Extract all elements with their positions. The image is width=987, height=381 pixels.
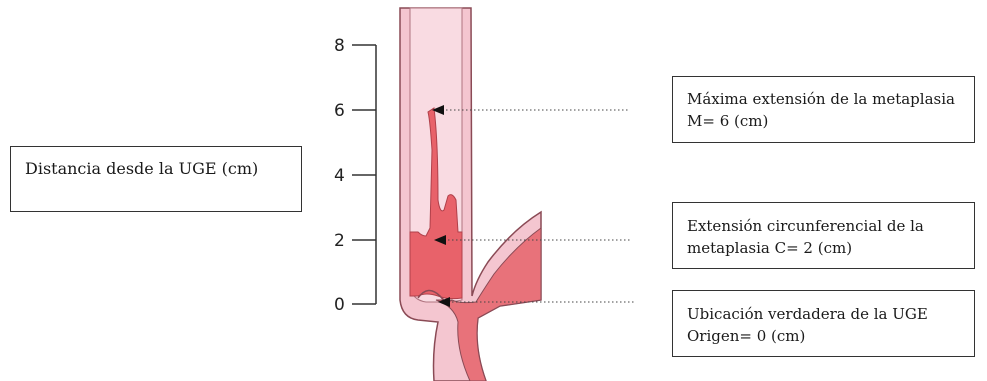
- origin-line2: Origen= 0 (cm): [687, 325, 974, 347]
- circumferential-line2: metaplasia C= 2 (cm): [687, 237, 974, 259]
- circumferential-line1: Extensión circunferencial de la: [687, 215, 974, 237]
- max-extension-box: Máxima extensión de la metaplasia M= 6 (…: [672, 76, 975, 143]
- circumferential-extension-box: Extensión circunferencial de la metaplas…: [672, 202, 975, 269]
- axis-tick-label-2: 2: [334, 231, 345, 251]
- axis-tick-label-6: 6: [334, 101, 345, 121]
- axis-label-box: Distancia desde la UGE (cm): [10, 146, 302, 212]
- axis-tick-label-0: 0: [334, 295, 345, 315]
- axis-tick-label-4: 4: [334, 166, 345, 186]
- max-extension-line2: M= 6 (cm): [687, 110, 974, 132]
- axis-tick-label-8: 8: [334, 36, 345, 56]
- origin-line1: Ubicación verdadera de la UGE: [687, 303, 974, 325]
- max-extension-line1: Máxima extensión de la metaplasia: [687, 88, 974, 110]
- axis-label: Distancia desde la UGE (cm): [25, 158, 301, 180]
- origin-box: Ubicación verdadera de la UGE Origen= 0 …: [672, 290, 975, 357]
- distance-axis: [352, 45, 376, 304]
